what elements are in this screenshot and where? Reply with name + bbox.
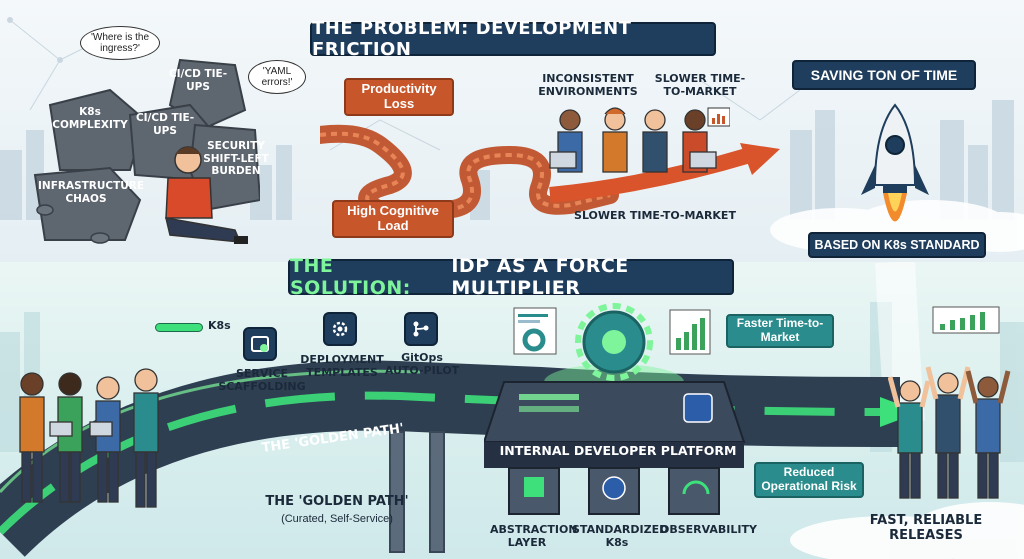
deployment-templates-icon (323, 312, 357, 346)
k8s-progress-bar (155, 323, 203, 332)
solution-title-rest: IDP AS A FORCE MULTIPLIER (451, 255, 629, 299)
idp-platform-icon (484, 303, 746, 515)
golden-path-subtitle: (Curated, Self-Service) (281, 513, 393, 525)
slower-ttm-bottom-label: SLOWER TIME-TO-MARKET (574, 209, 736, 222)
gitops-icon (404, 312, 438, 346)
problem-title: THE PROBLEM: DEVELOPMENT FRICTION (310, 18, 716, 60)
service-scaffolding-icon (243, 327, 277, 361)
deployment-templates-label: DEPLOYMENT TEMPLATES (300, 353, 384, 379)
developer-team-icon (19, 368, 159, 508)
speech-bubble-ingress: 'Where is the ingress?' (80, 26, 160, 60)
rock-label-cicd-1: CI/CD TIE-UPS (168, 68, 228, 93)
twisted-road-icon (320, 124, 780, 219)
growth-chart-mini-icon (669, 309, 711, 355)
gitops-label: GitOps AUTO-PILOT (384, 351, 460, 377)
fast-releases-label: FAST, RELIABLE RELEASES (869, 513, 983, 543)
high-cognitive-load-callout: High Cognitive Load (332, 200, 454, 238)
rock-label-security: SECURITY SHIFT-LEFT BURDEN (203, 140, 269, 178)
service-scaffolding-label: SERVICE SCAFFOLDING (218, 367, 306, 393)
frustrated-developer-icon (165, 146, 248, 244)
rock-label-k8s: K8s COMPLEXITY (52, 106, 128, 131)
solution-title-highlight: THE SOLUTION: (290, 255, 411, 299)
celebrating-team-icon (888, 366, 1011, 499)
standardized-k8s-label: STANDARDIZED K8s (572, 523, 669, 549)
dashboard-mini-icon (513, 307, 557, 355)
inconsistent-environments-label: INCONSISTENT ENVIRONMENTS (538, 72, 638, 98)
slower-ttm-top-label: SLOWER TIME-TO-MARKET (654, 72, 746, 98)
solution-title: THE SOLUTION: IDP AS A FORCE MULTIPLIER (288, 255, 734, 299)
rock-label-cicd-2: CI/CD TIE-UPS (135, 112, 195, 137)
idp-label: INTERNAL DEVELOPER PLATFORM (499, 443, 737, 458)
faster-ttm-callout: Faster Time-to-Market (726, 314, 834, 348)
based-on-k8s-banner: BASED ON K8s STANDARD (808, 232, 986, 258)
saving-time-banner: SAVING TON OF TIME (792, 60, 976, 90)
k8s-tag: K8s (208, 319, 231, 332)
release-chart-mini-icon (932, 306, 1000, 334)
solution-panel: THE SOLUTION: IDP AS A FORCE MULTIPLIER … (0, 255, 1024, 559)
abstraction-layer-label: ABSTRACTION LAYER (490, 523, 578, 549)
rock-label-infra: INFRASTRUCTURE CHAOS (38, 180, 145, 205)
stressed-developers-icon (549, 107, 730, 173)
productivity-loss-callout: Productivity Loss (344, 78, 454, 116)
observability-label: OBSERVABILITY (660, 523, 757, 536)
reduced-risk-callout: Reduced Operational Risk (754, 462, 864, 498)
speech-bubble-yaml: 'YAML errors!' (248, 60, 306, 94)
golden-path-title: THE 'GOLDEN PATH' (265, 494, 409, 509)
problem-panel: THE PROBLEM: DEVELOPMENT FRICTION CI/CD … (0, 0, 1024, 270)
rocket-icon (861, 103, 929, 222)
